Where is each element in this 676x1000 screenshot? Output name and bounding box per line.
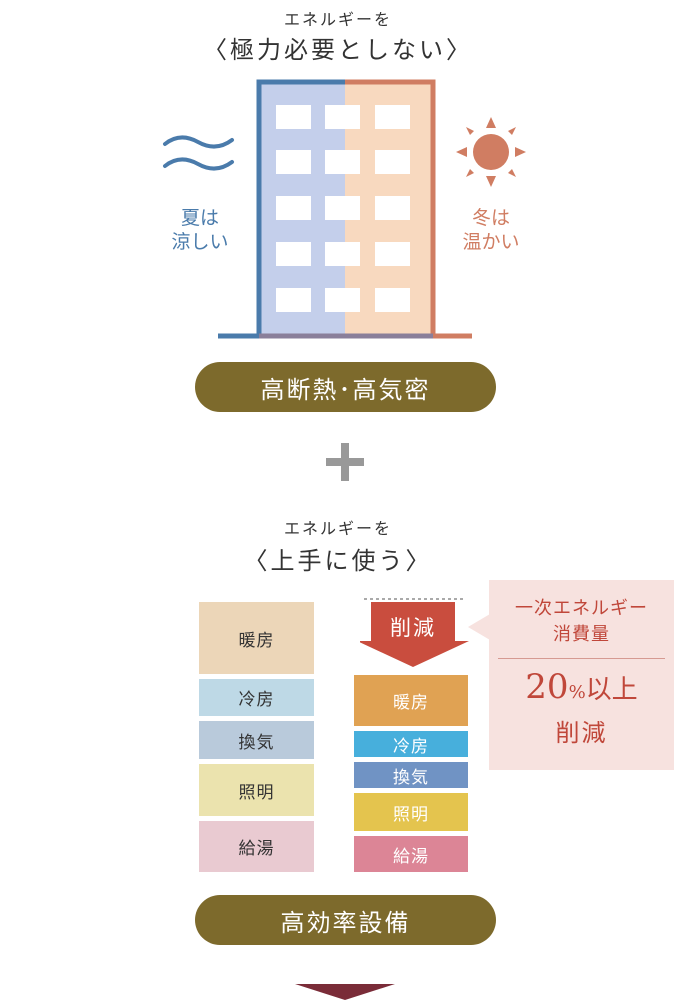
warm-label-line2: 温かい [462, 231, 520, 253]
top-title: 〈極力必要としない〉 [203, 36, 473, 64]
building-outline-warm [345, 79, 472, 339]
callout-line2: 消費量 [553, 624, 610, 645]
cool-label: 夏は 涼しい [165, 206, 235, 254]
before-hot-water: 給湯 [199, 821, 314, 872]
warm-label: 冬は 温かい [456, 206, 526, 254]
before-lighting: 照明 [199, 764, 314, 816]
callout-value: 20 [525, 667, 569, 707]
building-windows [276, 105, 410, 312]
top-subtitle: エネルギーを [283, 10, 392, 29]
before-ventilation: 換気 [199, 721, 314, 759]
energy-reduction-callout: 一次エネルギー 消費量 20%以上 削減 [489, 580, 674, 770]
reduction-arrow [360, 598, 469, 667]
callout-line4: 削減 [555, 719, 608, 747]
after-lighting: 照明 [354, 793, 468, 831]
after-heating: 暖房 [354, 675, 468, 726]
cool-label-line2: 涼しい [171, 231, 229, 253]
callout-divider [498, 658, 665, 659]
building-outline-cool [218, 79, 345, 339]
building-illustration [163, 79, 526, 339]
after-hot-water: 給湯 [354, 836, 468, 872]
callout-suffix: 以上 [585, 675, 638, 705]
before-heating: 暖房 [199, 602, 314, 674]
callout-pointer [468, 614, 490, 640]
after-ventilation: 換気 [354, 762, 468, 788]
equipment-pill: 高効率設備 [195, 895, 496, 945]
callout-line1: 一次エネルギー [515, 598, 648, 619]
before-cooling: 冷房 [199, 679, 314, 716]
reduction-label: 削減 [390, 616, 436, 640]
down-arrow-icon [295, 984, 395, 1000]
callout-unit: % [568, 682, 586, 703]
wind-icon [163, 135, 234, 171]
plus-icon [326, 443, 364, 481]
insulation-pill: 高断熱･高気密 [195, 362, 496, 412]
sun-icon [456, 117, 526, 187]
after-cooling: 冷房 [354, 731, 468, 757]
warm-label-line1: 冬は [471, 207, 510, 229]
bottom-subtitle: エネルギーを [283, 519, 392, 538]
cool-label-line1: 夏は [180, 207, 219, 229]
bottom-title: 〈上手に使う〉 [243, 547, 433, 575]
callout-value-row: 20%以上 [489, 667, 674, 713]
